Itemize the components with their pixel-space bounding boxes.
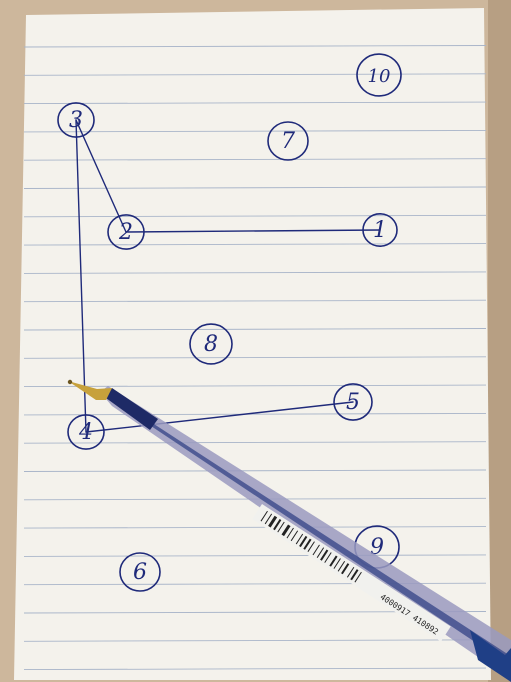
- node-label: 7: [281, 129, 295, 154]
- node-label: 5: [346, 390, 360, 415]
- node-label: 2: [118, 220, 133, 245]
- node-label: 4: [78, 420, 93, 445]
- paper-sheet: [14, 8, 491, 680]
- node-label: 10: [368, 66, 391, 87]
- node-label: 1: [373, 218, 387, 243]
- node-label: 6: [133, 560, 147, 585]
- node-label: 8: [204, 332, 218, 357]
- pen-ball: [68, 380, 72, 384]
- table-shadow-strip: [488, 0, 511, 682]
- node-label: 3: [69, 108, 83, 133]
